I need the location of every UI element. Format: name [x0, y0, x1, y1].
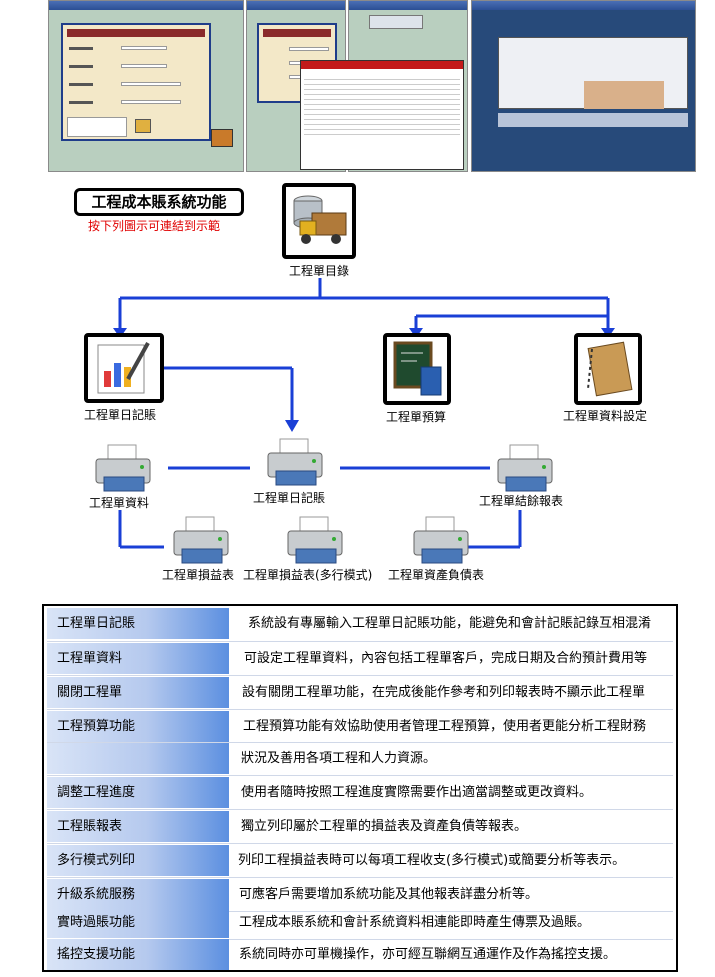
pl-report-printer[interactable] [170, 515, 232, 565]
feature-name: 調整工程進度 [47, 777, 229, 808]
table-row: 多行模式列印 列印工程損益表時可以每項工程收支(多行模式)或簡要分析等表示。 [44, 845, 676, 876]
balance-report-label: 工程單資產負債表 [388, 568, 485, 582]
feature-desc: 列印工程損益表時可以每項工程收支(多行模式)或簡要分析等表示。 [238, 853, 626, 868]
settings-label: 工程單資料設定 [563, 409, 648, 423]
feature-desc: 可應客戶需要增加系統功能及其他報表詳盡分析等。 [239, 887, 539, 902]
feature-name: 工程單資料 [47, 643, 229, 674]
data-report-label: 工程單資料 [89, 496, 150, 510]
feature-desc: 工程成本賬系統和會計系統資料相連能即時產生傳票及過賬。 [239, 915, 591, 930]
table-row: 工程賬報表 獨立列印屬於工程單的損益表及資產負債等報表。 [44, 811, 676, 842]
printer-icon [173, 516, 229, 564]
printer-icon [497, 444, 553, 492]
feature-desc: 設有關閉工程單功能，在完成後能作參考和列印報表時不顯示此工程單 [242, 685, 646, 700]
table-row: 工程單資料 可設定工程單資料，內容包括工程單客戶，完成日期及合約預計費用等 [44, 643, 676, 674]
register-label: 工程單目錄 [289, 264, 350, 278]
screenshot-settings[interactable] [471, 0, 696, 172]
table-row: 實時過賬功能 工程成本賬系統和會計系統資料相連能即時產生傳票及過賬。 [44, 907, 676, 938]
table-row: 工程單日記賬 系統設有專屬輸入工程單日記賬功能，能避免和會計記賬記錄互相混淆 [44, 608, 676, 639]
feature-desc: 狀況及善用各項工程和人力資源。 [241, 751, 437, 766]
data-report-printer[interactable] [92, 443, 154, 493]
journal-report-label: 工程單日記賬 [253, 491, 326, 505]
table-row: 關閉工程單 設有關閉工程單功能，在完成後能作參考和列印報表時不顯示此工程單 [44, 677, 676, 708]
feature-name: 工程預算功能 [47, 711, 229, 742]
feature-name: 工程賬報表 [47, 811, 229, 842]
table-row: 搖控支援功能 系統同時亦可單機操作，亦可經互聯網互通運作及作為搖控支援。 [44, 939, 676, 970]
diagram-subtitle: 按下列圖示可連結到示範 [88, 219, 221, 233]
feature-name: 多行模式列印 [47, 845, 229, 876]
feature-desc: 使用者隨時按照工程進度實際需要作出適當調整或更改資料。 [241, 785, 593, 800]
table-row: 升級系統服務 可應客戶需要增加系統功能及其他報表詳盡分析等。 [44, 879, 676, 910]
table-row: 狀況及善用各項工程和人力資源。 [44, 743, 676, 774]
server-truck-icon [293, 195, 347, 244]
feature-name: 實時過賬功能 [47, 907, 229, 938]
feature-name [47, 743, 229, 774]
pl-report-label: 工程單損益表 [162, 568, 235, 582]
feature-desc: 工程預算功能有效協助使用者管理工程預算，使用者更能分析工程財務 [243, 719, 647, 734]
feature-name: 搖控支援功能 [47, 939, 229, 970]
printer-icon [287, 516, 343, 564]
chart-pen-icon [97, 342, 150, 394]
feature-desc: 系統設有專屬輸入工程單日記賬功能，能避免和會計記賬記錄互相混淆 [248, 616, 652, 631]
closing-report-label: 工程單結餘報表 [479, 494, 564, 508]
printer-icon [413, 516, 469, 564]
budget-node[interactable] [383, 333, 451, 405]
closing-report-printer[interactable] [494, 443, 556, 493]
journal-label: 工程單日記賬 [84, 408, 157, 422]
settings-node[interactable] [574, 333, 642, 405]
printer-icon [95, 444, 151, 492]
journal-report-printer[interactable] [264, 437, 326, 487]
exit-icon [211, 129, 233, 147]
journal-node[interactable] [84, 333, 164, 403]
feature-name: 關閉工程單 [47, 677, 229, 708]
connector-lines [113, 278, 615, 549]
budget-label: 工程單預算 [386, 410, 447, 424]
feature-table: 工程單日記賬 系統設有專屬輸入工程單日記賬功能，能避免和會計記賬記錄互相混淆 工… [42, 604, 678, 972]
feature-name: 升級系統服務 [47, 879, 229, 910]
table-row: 調整工程進度 使用者隨時按照工程進度實際需要作出適當調整或更改資料。 [44, 777, 676, 808]
notebook-icon [587, 341, 633, 397]
feature-desc: 獨立列印屬於工程單的損益表及資產負債等報表。 [241, 819, 528, 834]
register-node[interactable] [282, 183, 356, 259]
balance-report-printer[interactable] [410, 515, 472, 565]
feature-desc: 系統同時亦可單機操作，亦可經互聯網互通運作及作為搖控支援。 [239, 947, 617, 962]
pl-multi-report-printer[interactable] [284, 515, 346, 565]
printer-icon [267, 438, 323, 486]
screenshot-grid[interactable] [300, 60, 464, 170]
feature-name: 工程單日記賬 [47, 608, 229, 639]
chalkboard-book-icon [393, 341, 442, 396]
table-row: 工程預算功能 工程預算功能有效協助使用者管理工程預算，使用者更能分析工程財務 [44, 711, 676, 742]
pl-multi-report-label: 工程單損益表(多行模式) [243, 568, 373, 582]
feature-desc: 可設定工程單資料，內容包括工程單客戶，完成日期及合約預計費用等 [244, 651, 648, 666]
screenshot-data-entry[interactable] [48, 0, 244, 172]
diagram-title: 工程成本賬系統功能 [74, 188, 244, 216]
